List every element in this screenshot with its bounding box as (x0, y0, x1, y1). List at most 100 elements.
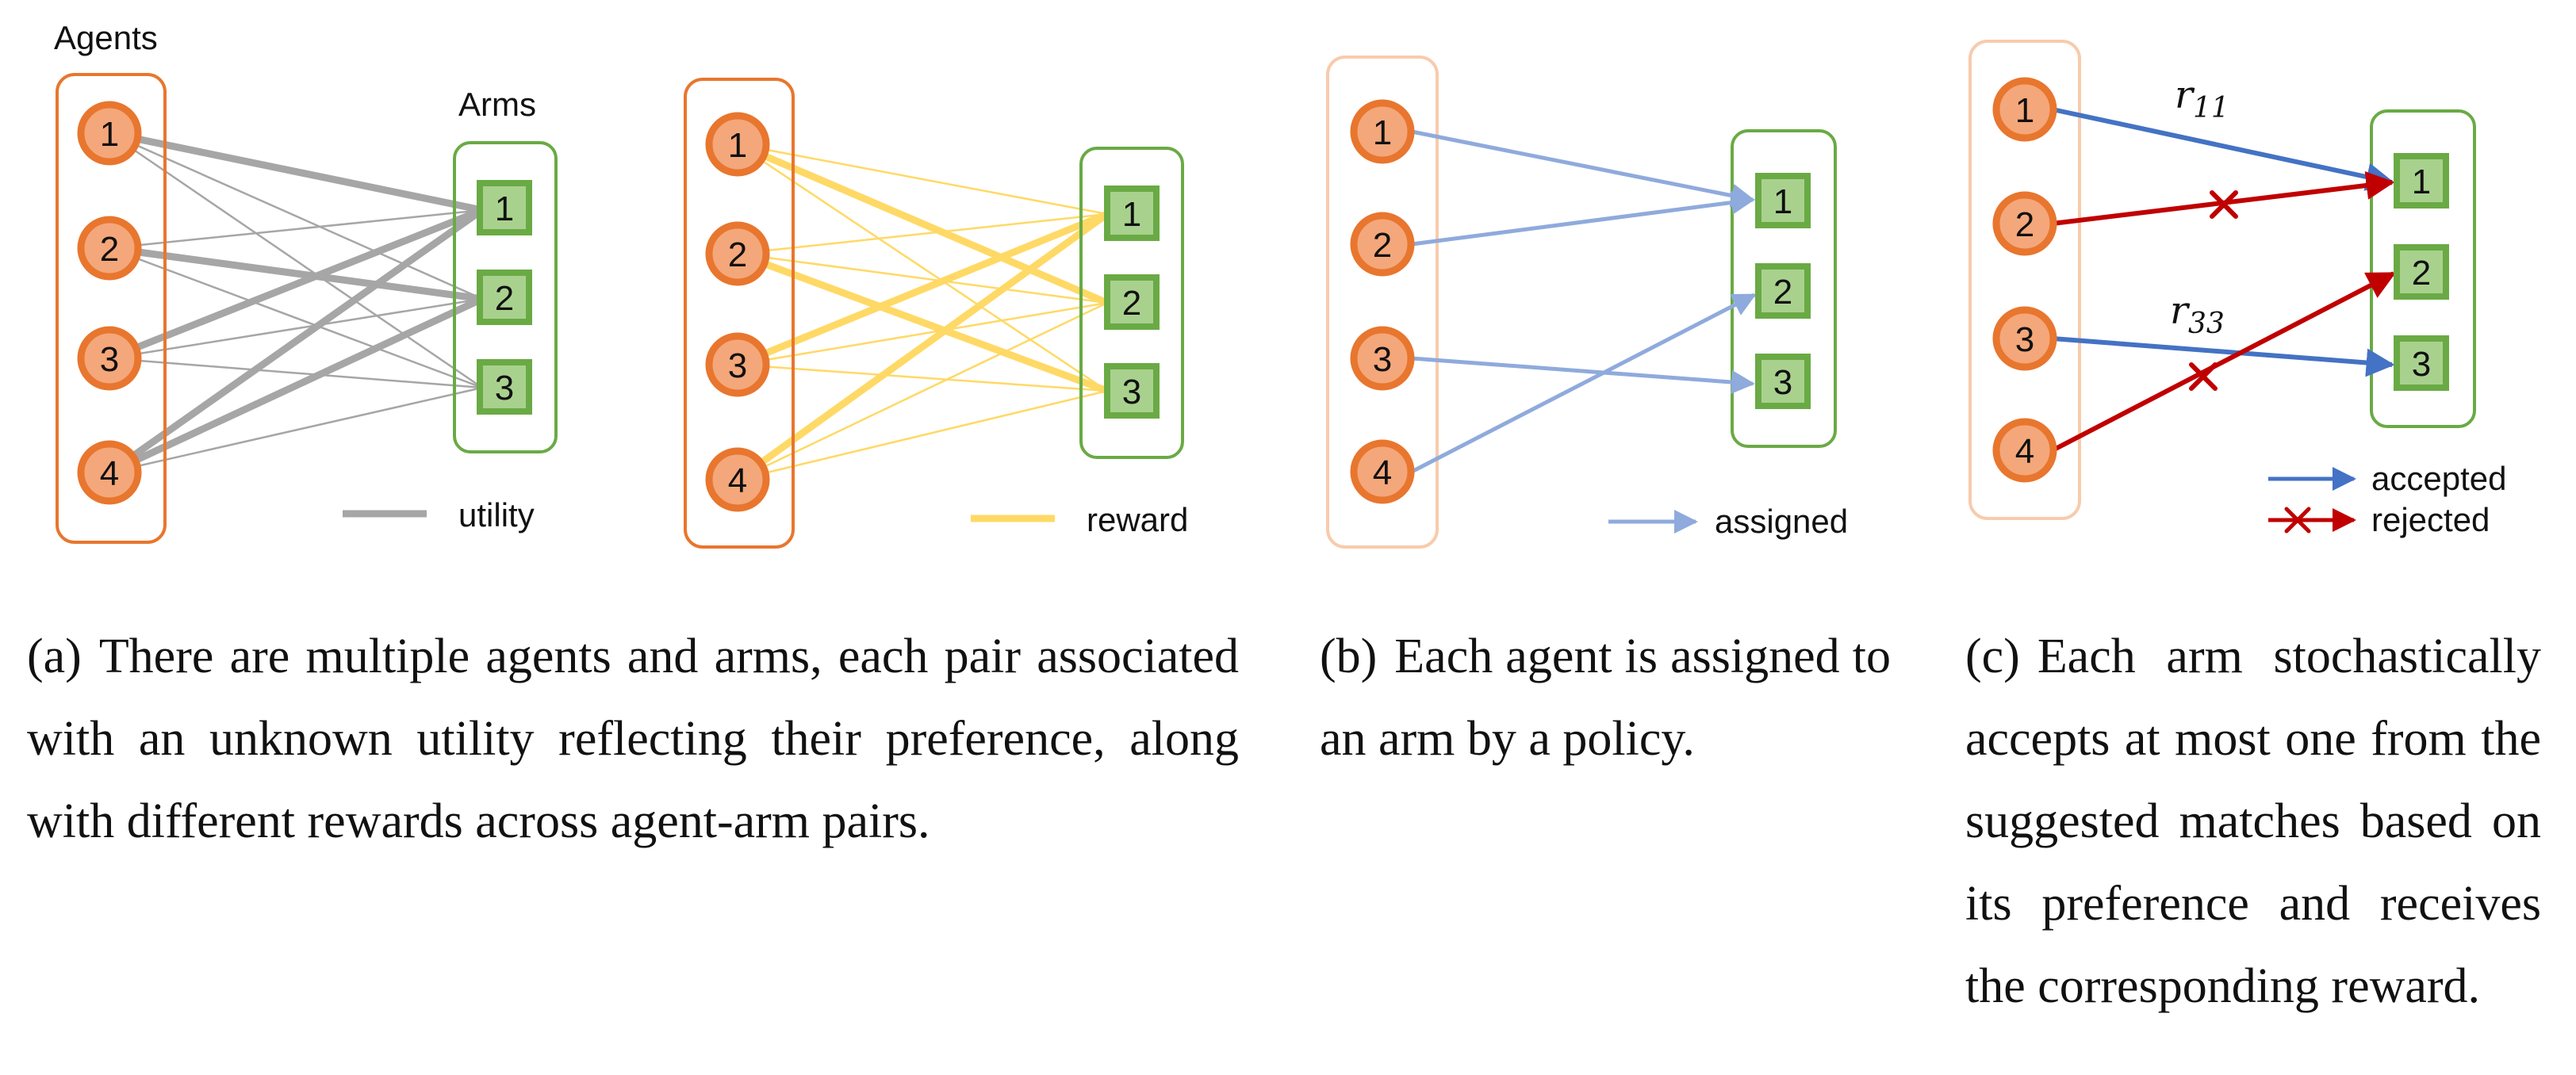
reward-edge-4-2 (736, 301, 1109, 481)
reward-label-r33: r33 (2170, 289, 2225, 340)
arm-node-1: 1 (2394, 153, 2449, 208)
utility-edge-1-2 (108, 132, 484, 300)
panel-reward: 1 2 3 4 1 2 3 reward (684, 78, 1188, 549)
utility-edge-4-1 (105, 206, 486, 476)
svg-text:1: 1 (495, 189, 514, 228)
svg-text:2: 2 (2412, 254, 2431, 293)
agent-node-2: 2 (1992, 191, 2057, 256)
caption-a-tag: (a) (27, 629, 82, 683)
rejected-legend-label: rejected (2371, 501, 2490, 538)
agent-node-3: 3 (1350, 326, 1415, 391)
arms-group-box (1079, 147, 1184, 459)
svg-text:3: 3 (1373, 340, 1392, 379)
svg-text:1: 1 (1373, 113, 1392, 152)
agent-node-3: 3 (705, 332, 770, 397)
svg-text:2: 2 (1773, 273, 1792, 312)
reward-edge-1-2 (734, 140, 1111, 307)
panel-accept-reject: 1 2 3 4 1 2 3 r11 r33 accepted rejected (1968, 40, 2506, 538)
caption-c-text: Each arm stochastically accepts at most … (1965, 629, 2541, 1013)
arm-node-2: 2 (477, 270, 532, 325)
svg-text:4: 4 (728, 461, 747, 500)
reject-cross-2 (2210, 190, 2238, 219)
svg-text:2: 2 (100, 230, 119, 269)
svg-text:1: 1 (2015, 91, 2034, 130)
utility-edge-3-3 (108, 357, 484, 389)
match-edges (2051, 107, 2397, 453)
svg-text:3: 3 (495, 369, 514, 407)
reward-edge-4-3 (736, 389, 1109, 481)
agent-node-4: 4 (1350, 439, 1415, 504)
agents-title: Agents (54, 19, 158, 56)
svg-text:2: 2 (2015, 205, 2034, 244)
caption-b-tag: (b) (1320, 629, 1378, 683)
utility-edge-3-1 (105, 206, 486, 362)
svg-text:1: 1 (1773, 182, 1792, 221)
reward-edges (734, 140, 1111, 484)
panel-assigned: 1 2 3 4 1 2 3 assigned (1326, 55, 1848, 549)
agents-group-box (684, 78, 795, 549)
agents-group-box (56, 73, 167, 544)
agent-node-4: 4 (77, 440, 142, 505)
svg-text:3: 3 (100, 340, 119, 379)
agents-group-box (1326, 55, 1439, 549)
svg-text:1: 1 (1122, 195, 1141, 234)
agent-node-2: 2 (77, 216, 142, 281)
svg-text:4: 4 (2015, 432, 2034, 471)
arm-node-1: 1 (1104, 186, 1160, 241)
reward-edge-1-1 (736, 143, 1109, 216)
arm-node-1: 1 (477, 180, 532, 235)
agent-node-1: 1 (1350, 99, 1415, 164)
svg-text:1: 1 (728, 126, 747, 165)
arms-title: Arms (458, 86, 536, 123)
reward-edge-3-1 (734, 210, 1111, 369)
reward-label-r11: r11 (2175, 73, 2229, 124)
reward-edge-2-3 (734, 250, 1111, 395)
caption-c-tag: (c) (1965, 629, 2020, 683)
utility-edge-2-1 (108, 208, 484, 250)
arm-node-2: 2 (2394, 244, 2449, 300)
agent-node-3: 3 (77, 326, 142, 391)
arm-node-3: 3 (477, 359, 532, 415)
utility-edge-2-3 (108, 247, 484, 389)
reward-edge-4-1 (734, 210, 1111, 484)
reject-cross-4 (2189, 362, 2218, 391)
caption-b-text: Each agent is assigned to an arm by a po… (1320, 629, 1891, 766)
reward-edge-2-2 (736, 252, 1109, 304)
svg-text:2: 2 (728, 235, 747, 274)
arms-group-box (2370, 109, 2476, 428)
assigned-edge-1-1 (1411, 129, 1755, 208)
utility-edge-1-3 (108, 132, 484, 389)
reward-edge-1-3 (736, 143, 1109, 392)
svg-text:3: 3 (2412, 345, 2431, 384)
utility-edge-1-1 (105, 129, 486, 214)
agent-node-2: 2 (705, 221, 770, 286)
reward-edge-3-3 (736, 363, 1109, 392)
agent-node-1: 1 (1992, 77, 2057, 142)
svg-text:1: 1 (2412, 163, 2431, 201)
caption-c: (c)Each arm stochastically accepts at mo… (1965, 615, 2541, 1027)
agent-node-2: 2 (1350, 212, 1415, 277)
svg-text:4: 4 (1373, 453, 1392, 492)
arm-node-1: 1 (1755, 173, 1811, 228)
assigned-edge-2-1 (1411, 190, 1755, 247)
arms-group-box (453, 141, 558, 453)
assigned-edge-3-3 (1411, 356, 1755, 394)
caption-b: (b)Each agent is assigned to an arm by a… (1320, 615, 1891, 780)
arms-group-box (1731, 129, 1837, 448)
agent-node-4: 4 (1992, 418, 2057, 483)
agent-node-3: 3 (1992, 306, 2057, 371)
accepted-edge-1-1 (2052, 107, 2395, 191)
reward-edge-3-2 (736, 301, 1109, 366)
svg-text:2: 2 (495, 279, 514, 318)
reward-edge-2-1 (736, 212, 1109, 255)
figure: Agents Arms 1 2 3 4 1 2 3 utility (54, 19, 2506, 549)
utility-edge-4-2 (105, 295, 486, 476)
rejected-edge-4-2 (2051, 271, 2397, 453)
agent-node-1: 1 (77, 101, 142, 166)
assigned-edge-4-2 (1410, 293, 1757, 474)
agents-group-box (1968, 40, 2081, 520)
reward-legend-label: reward (1087, 501, 1188, 538)
rejected-legend-cross (2284, 507, 2311, 534)
utility-edges (105, 129, 486, 476)
assigned-edges (1410, 129, 1757, 474)
